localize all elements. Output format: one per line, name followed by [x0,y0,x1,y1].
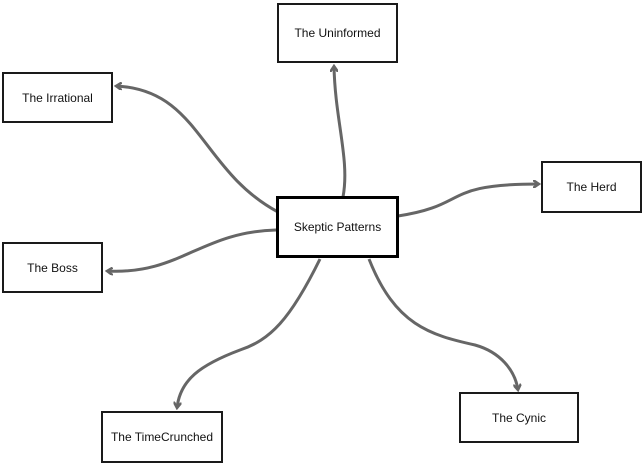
edge-to-timecrunched [177,258,322,408]
node-herd[interactable]: The Herd [541,161,642,213]
node-boss[interactable]: The Boss [2,242,103,293]
edge-to-cynic [367,258,518,390]
node-uninformed-label: The Uninformed [294,26,381,40]
node-cynic[interactable]: The Cynic [459,392,579,443]
node-center[interactable]: Skeptic Patterns [276,196,399,258]
edge-to-boss [107,228,277,271]
node-irrational-label: The Irrational [22,90,93,105]
node-cynic-label: The Cynic [491,410,547,425]
node-irrational[interactable]: The Irrational [2,72,113,123]
node-center-label: Skeptic Patterns [293,220,382,234]
node-herd-label: The Herd [566,180,617,194]
edge-to-herd [397,184,539,218]
node-uninformed[interactable]: The Uninformed [277,3,398,63]
edge-to-uninformed [334,66,347,198]
node-boss-label: The Boss [27,260,78,275]
edge-to-irrational [116,86,279,214]
node-timecrunched[interactable]: The TimeCrunched [101,411,223,463]
node-timecrunched-label: The TimeCrunched [110,430,214,444]
